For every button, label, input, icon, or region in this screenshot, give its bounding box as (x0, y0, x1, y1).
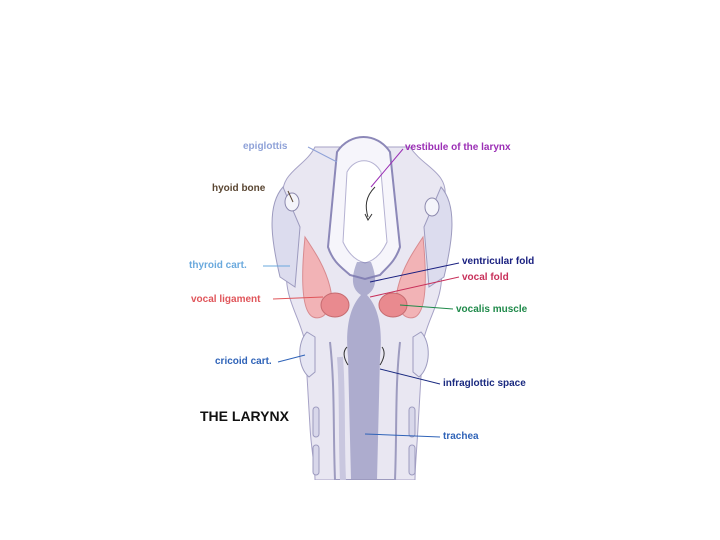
label-epiglottis: epiglottis (243, 141, 288, 152)
label-trachea: trachea (443, 431, 479, 442)
hyoid-left (284, 192, 300, 212)
label-thyroid-cartilage: thyroid cart. (189, 260, 247, 271)
larynx-illustration (263, 136, 460, 480)
figure-title: THE LARYNX (200, 408, 289, 424)
label-ventricular-fold: ventricular fold (462, 256, 535, 267)
label-hyoid-bone: hyoid bone (212, 183, 266, 194)
label-vocalis-muscle: vocalis muscle (456, 304, 528, 315)
label-vocal-fold: vocal fold (462, 272, 509, 283)
larynx-figure: epiglottis hyoid bone thyroid cart. voca… (165, 127, 560, 480)
label-vocal-ligament: vocal ligament (191, 294, 261, 305)
label-infraglottic-space: infraglottic space (443, 378, 526, 389)
hyoid-right (424, 197, 440, 217)
label-cricoid-cartilage: cricoid cart. (215, 356, 272, 367)
label-vestibule: vestibule of the larynx (405, 142, 511, 153)
